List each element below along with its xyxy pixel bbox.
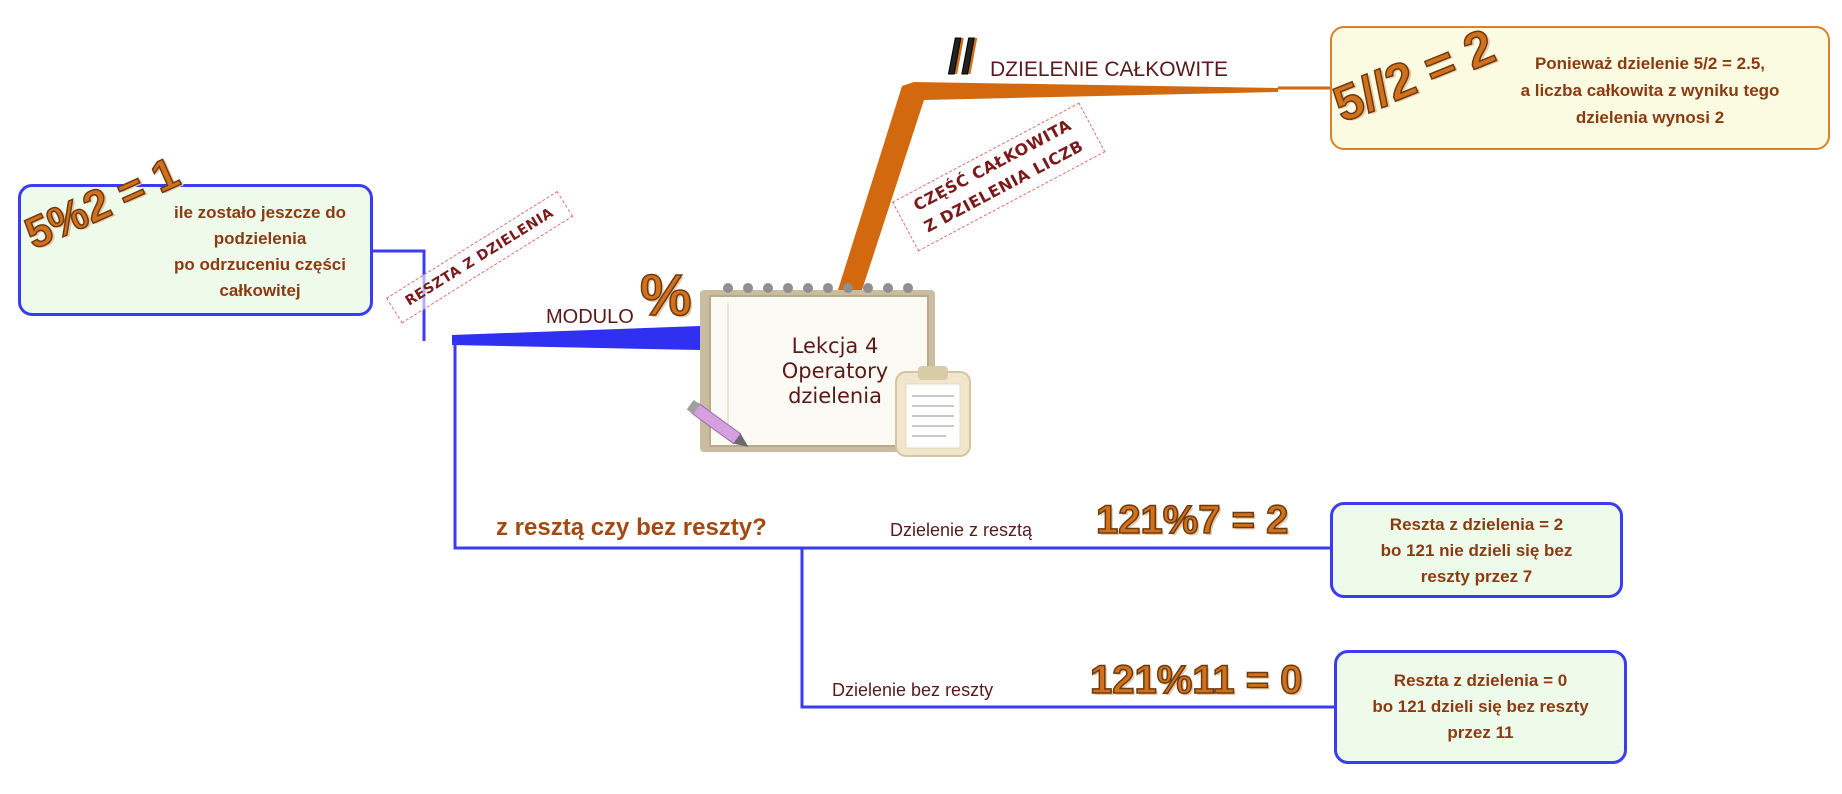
integer-note-line-3: dzielenia wynosi 2 bbox=[1575, 108, 1725, 127]
no-remainder-branch-connector bbox=[800, 548, 1335, 709]
integer-example-note: Ponieważ dzielenie 5/2 = 2.5, a liczba c… bbox=[1480, 50, 1820, 131]
no-remainder-note-line-3: przez 11 bbox=[1447, 723, 1514, 742]
remainder-note-line-1: Reszta z dzielenia = 2 bbox=[1389, 515, 1564, 534]
modulo-note-line-2: podzielenia bbox=[213, 229, 307, 248]
central-topic-line-3: dzielenia bbox=[788, 384, 882, 408]
modulo-question-connector bbox=[453, 341, 800, 550]
remainder-note-box bbox=[1330, 502, 1623, 598]
no-remainder-note-line-2: bo 121 dzieli się bez reszty bbox=[1372, 697, 1589, 716]
no-remainder-note-box bbox=[1334, 650, 1627, 764]
modulo-question: z resztą czy bez reszty? bbox=[496, 514, 767, 541]
integer-division-label: DZIELENIE CAŁKOWITE bbox=[990, 58, 1229, 81]
remainder-branch-label: Dzielenie z resztą bbox=[890, 520, 1033, 540]
clipboard-icon bbox=[895, 366, 971, 457]
no-remainder-branch-formula: 121%11 = 0 bbox=[1089, 657, 1303, 703]
notepad-icon bbox=[700, 283, 935, 452]
no-remainder-note: Reszta z dzielenia = 0 bo 121 dzieli się… bbox=[1336, 668, 1625, 746]
integer-example-box bbox=[1330, 26, 1830, 150]
modulo-main-connector bbox=[452, 326, 700, 350]
remainder-note-line-2: bo 121 nie dzieli się bez bbox=[1380, 541, 1573, 560]
remainder-note-line-3: reszty przez 7 bbox=[1420, 567, 1533, 586]
central-topic: Lekcja 4 Operatory dzielenia bbox=[760, 334, 910, 409]
central-topic-line-1: Lekcja 4 bbox=[791, 334, 879, 358]
modulo-example-connector bbox=[373, 249, 426, 341]
modulo-label: MODULO bbox=[546, 306, 634, 328]
modulo-note-line-3: po odrzuceniu części bbox=[174, 255, 346, 274]
remainder-branch-formula: 121%7 = 2 bbox=[1095, 497, 1289, 543]
integer-division-symbol: // bbox=[948, 31, 976, 85]
no-remainder-note-line-1: Reszta z dzielenia = 0 bbox=[1393, 671, 1568, 690]
modulo-symbol: % bbox=[639, 262, 692, 329]
modulo-note-line-1: ile zostało jeszcze do bbox=[174, 203, 346, 222]
central-topic-line-2: Operatory bbox=[781, 359, 889, 383]
modulo-note-line-4: całkowitej bbox=[219, 281, 301, 300]
pencil-icon bbox=[686, 399, 749, 448]
no-remainder-branch-label: Dzielenie bez reszty bbox=[832, 680, 994, 700]
remainder-note: Reszta z dzielenia = 2 bo 121 nie dzieli… bbox=[1332, 512, 1621, 590]
integer-note-line-2: a liczba całkowita z wyniku tego bbox=[1520, 81, 1780, 100]
modulo-example-note: ile zostało jeszcze do podzielenia po od… bbox=[160, 200, 360, 304]
modulo-example-box bbox=[18, 184, 373, 316]
integer-note-line-1: Ponieważ dzielenie 5/2 = 2.5, bbox=[1534, 54, 1766, 73]
